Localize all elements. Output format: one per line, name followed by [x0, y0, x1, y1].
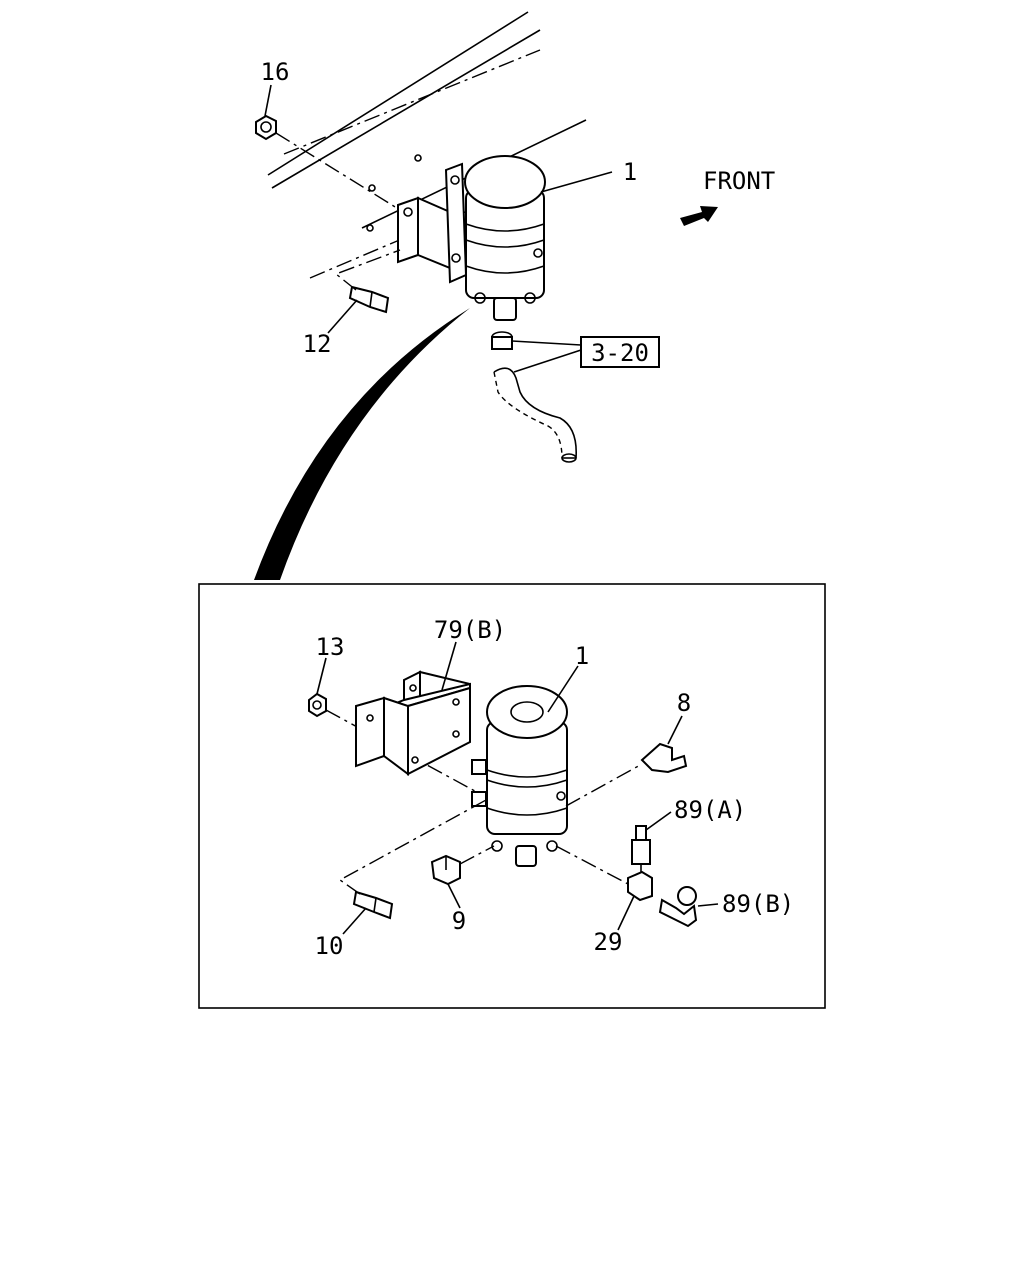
nut-16 — [255, 114, 401, 211]
reference-label: 3-20 — [591, 339, 649, 367]
callout-13: 13 — [316, 633, 345, 661]
callout-1-upper: 1 — [623, 158, 637, 186]
detail-callout-leaders — [316, 641, 719, 935]
callout-9: 9 — [452, 907, 466, 935]
callout-79b: 79(B) — [434, 616, 506, 644]
upper-callout-leaders — [264, 84, 613, 334]
mounting-bracket-upper — [397, 162, 468, 284]
elbow-8 — [565, 742, 688, 807]
fitting-89b — [658, 886, 698, 928]
tee-29 — [555, 845, 653, 902]
callout-1-detail: 1 — [575, 642, 589, 670]
water-separator-upper — [464, 155, 546, 321]
bracket-79b — [355, 670, 471, 776]
detail-frame — [198, 583, 826, 1009]
callout-10: 10 — [315, 932, 344, 960]
reference-box: 3-20 — [511, 336, 660, 373]
callout-29: 29 — [594, 928, 623, 956]
fitting-89a — [631, 825, 651, 876]
front-arrow-icon — [680, 206, 718, 226]
callout-8: 8 — [677, 689, 691, 717]
callout-12: 12 — [303, 330, 332, 358]
front-indicator: FRONT — [680, 167, 775, 226]
callout-89a: 89(A) — [674, 796, 746, 824]
callout-16: 16 — [261, 58, 290, 86]
magnification-pointer — [254, 308, 470, 580]
callout-89b: 89(B) — [722, 890, 794, 918]
bolt-12 — [334, 249, 401, 314]
hose-upper — [491, 331, 577, 463]
bolt-10 — [338, 799, 487, 920]
front-label: FRONT — [703, 167, 775, 195]
connector-9 — [430, 845, 495, 886]
water-separator-detail — [471, 685, 568, 867]
